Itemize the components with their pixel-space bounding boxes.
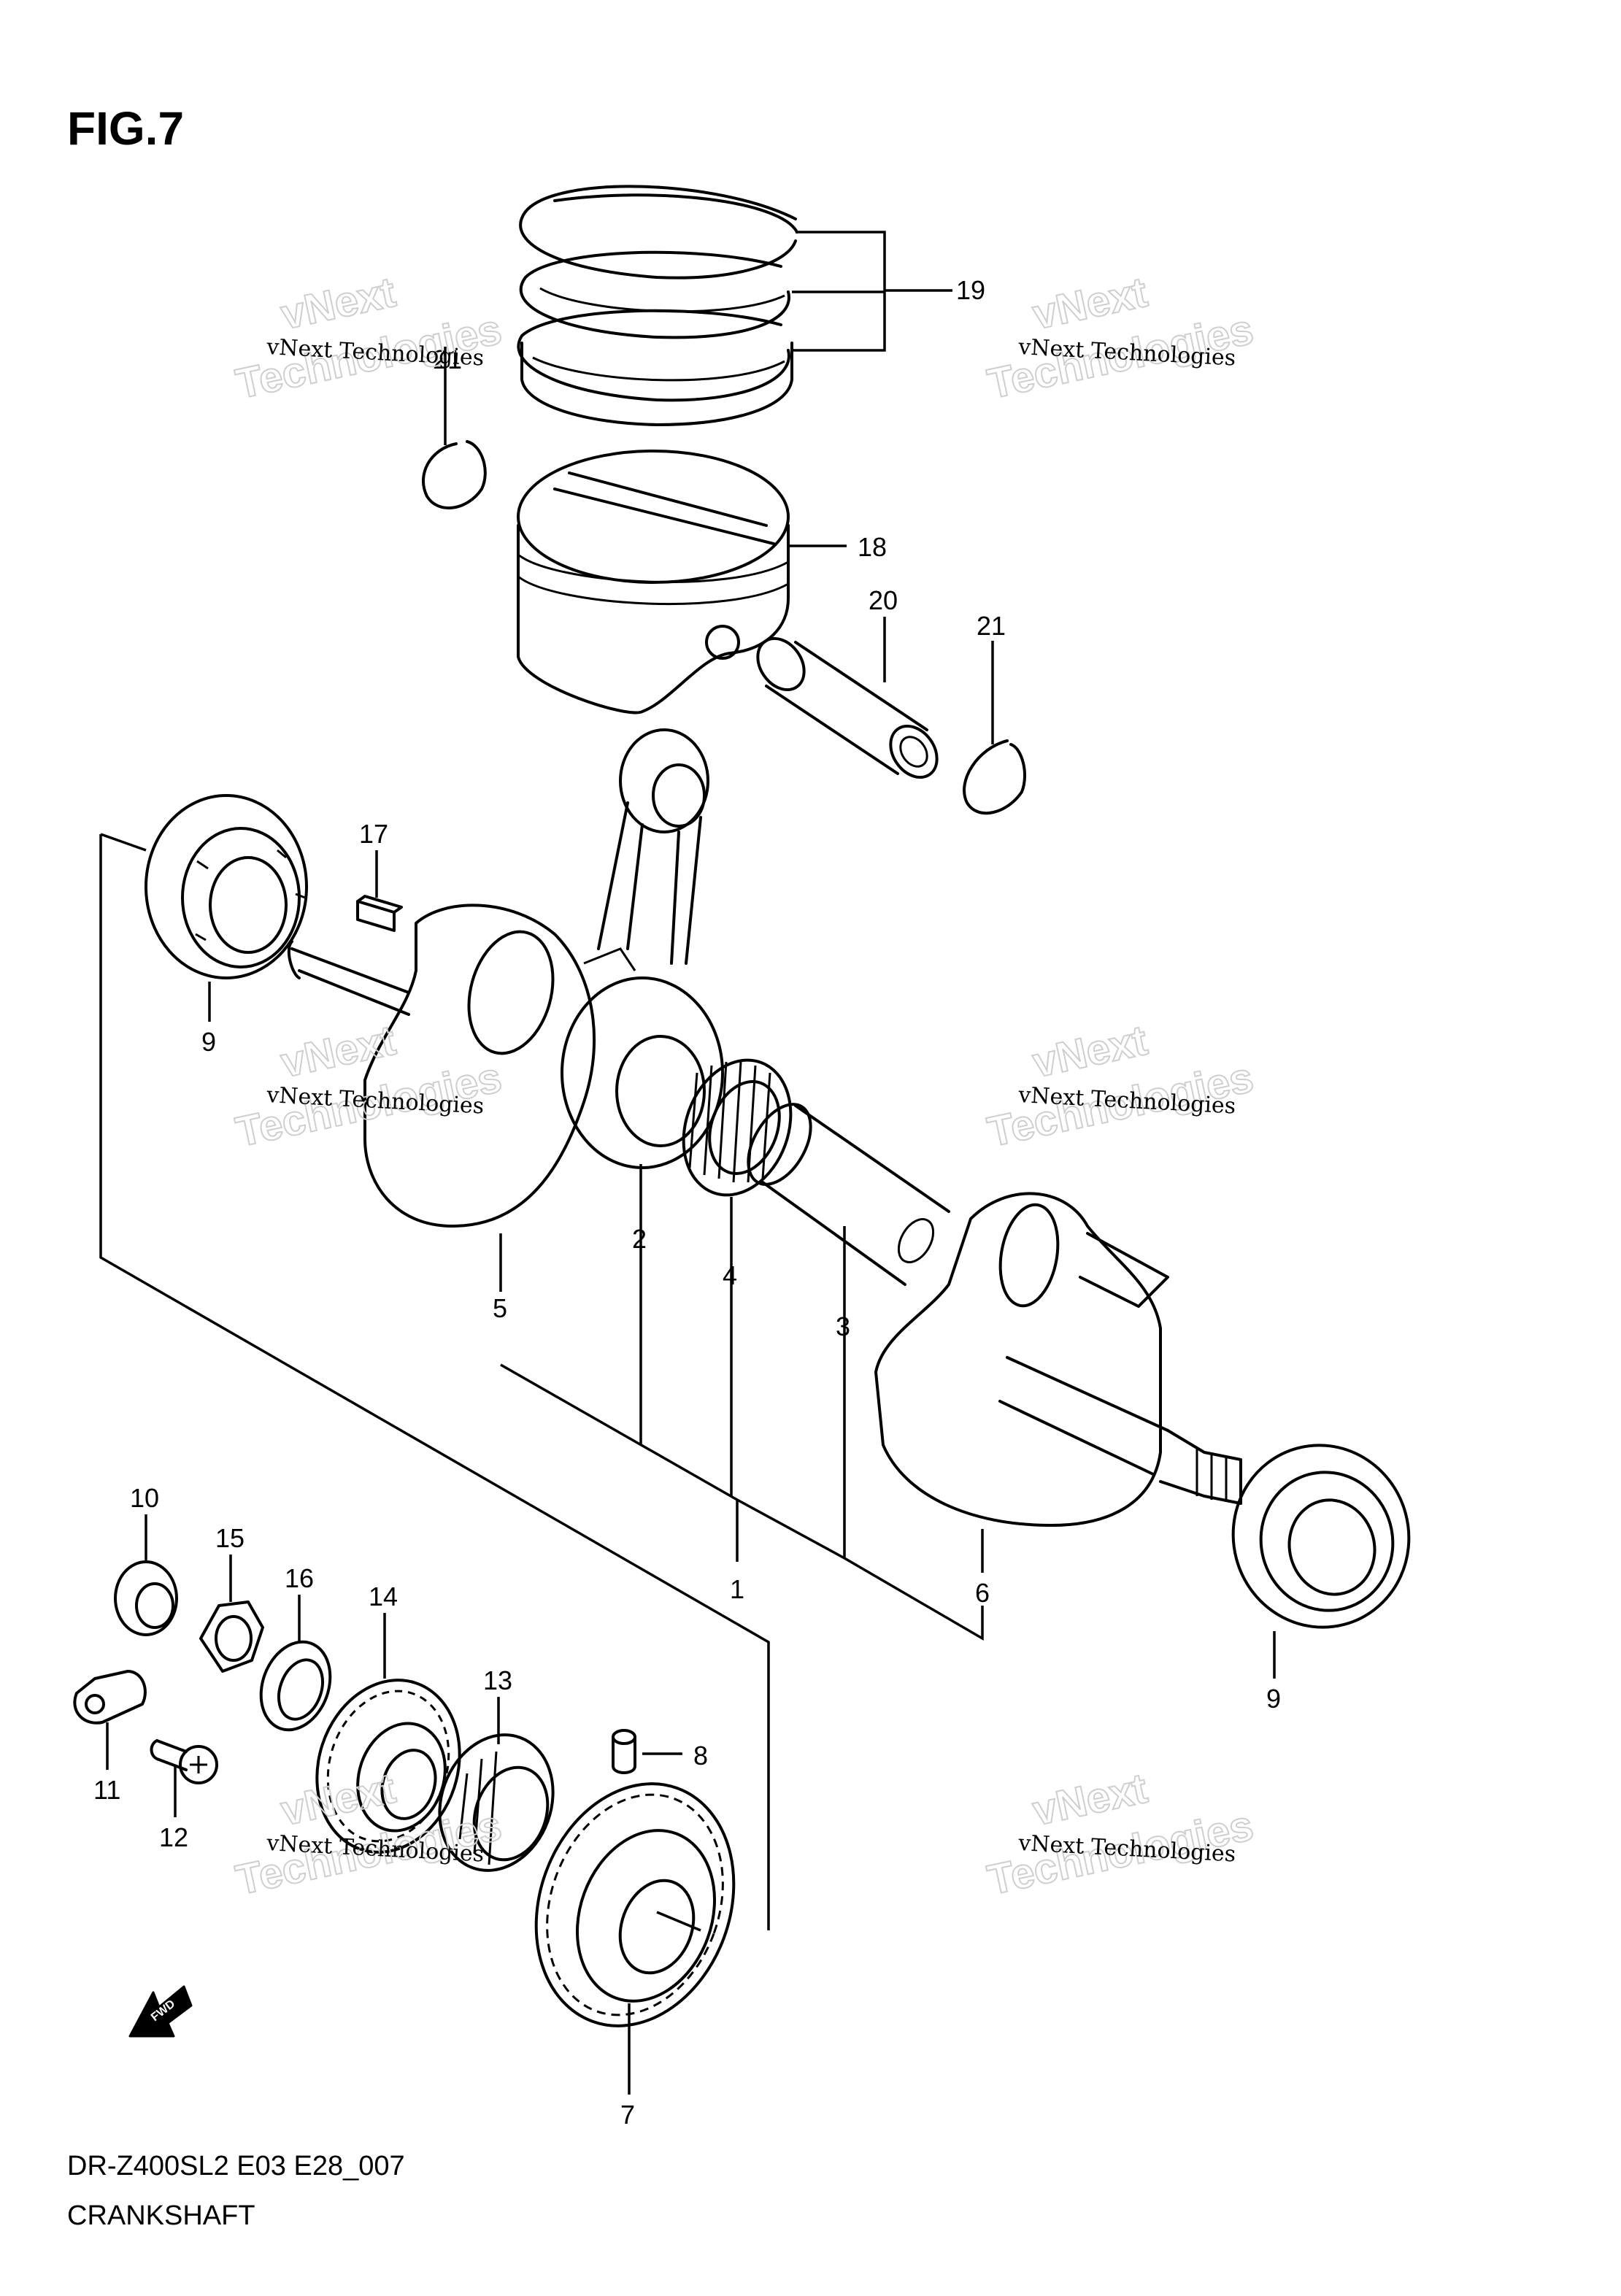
crank-web-left-part (287, 904, 636, 1228)
piston-rings-part (517, 185, 798, 426)
callout-17: 17 (359, 819, 388, 849)
spacer-10-part (114, 1560, 178, 1636)
ball-bearing-left-part (145, 794, 308, 979)
needle-bearing-part (682, 1058, 793, 1197)
callout-19-leader (792, 231, 952, 352)
circlip-right-part (963, 739, 1026, 815)
watermark-bottom-right: vNext Technologies (983, 1764, 1258, 1905)
callout-1: 1 (730, 1574, 744, 1604)
crank-web-right-part (874, 1192, 1242, 1527)
callout-7-leader (628, 1911, 701, 2095)
callout-7: 7 (620, 2100, 635, 2130)
callout-5: 5 (493, 1293, 507, 1323)
callout-18: 18 (858, 532, 887, 562)
piston-part (517, 450, 790, 714)
callout-12: 12 (159, 1822, 188, 1852)
callout-10: 10 (130, 1483, 159, 1513)
callout-3: 3 (836, 1311, 850, 1341)
callout-8: 8 (693, 1741, 708, 1771)
watermark-big-line: vNext (277, 1765, 399, 1835)
watermark-bottom-left: vNext Technologies (231, 1764, 507, 1905)
figure-title: FIG.7 (67, 102, 184, 155)
bearing-13-part (438, 1733, 555, 1872)
watermark-top-left: vNext Technologies (231, 268, 507, 409)
circlip-upper-part (422, 440, 487, 509)
watermark-big-line: vNext (277, 269, 399, 339)
crank-pin-part (747, 1103, 950, 1286)
callout-21a: 21 (433, 344, 462, 374)
callout-11: 11 (93, 1775, 120, 1805)
callout-6: 6 (975, 1578, 990, 1608)
nut-15-part (199, 1600, 264, 1673)
callout-21b: 21 (977, 611, 1006, 641)
woodruff-key-part (356, 895, 403, 932)
screw-12-part (150, 1739, 218, 1784)
callout-2: 2 (632, 1224, 647, 1254)
forward-arrow-icon: FWD (128, 1985, 193, 2038)
callout-9b: 9 (1266, 1684, 1281, 1714)
callout-16: 16 (285, 1563, 314, 1593)
ball-bearing-right-part (1231, 1444, 1411, 1629)
callout-20: 20 (869, 585, 898, 615)
callout-14: 14 (369, 1582, 398, 1611)
watermark-big-line: vNext (1028, 269, 1151, 339)
model-code: DR-Z400SL2 E03 E28_007 (67, 2151, 405, 2181)
assembly-bracket-lower (500, 1211, 984, 1641)
callout-9a: 9 (201, 1027, 216, 1057)
figure-name: CRANKSHAFT (67, 2200, 255, 2231)
primary-gear-7-part (534, 1782, 736, 2027)
connecting-rod-part (561, 728, 724, 1169)
callout-19: 19 (956, 275, 985, 305)
watermark-mid-left: vNext Technologies (231, 1016, 507, 1157)
callout-4: 4 (723, 1260, 737, 1290)
washer-16-part (259, 1640, 332, 1732)
callout-labels: 19 21 18 20 21 17 9 5 2 4 3 10 15 16 14 … (93, 275, 1281, 2130)
watermark-big-line: vNext (277, 1017, 399, 1087)
watermark-big-line: vNext (1028, 1765, 1151, 1835)
assembly-bracket-upper (99, 833, 770, 1930)
watermark-big-line: vNext (1028, 1017, 1151, 1087)
callout-13: 13 (483, 1665, 512, 1695)
piston-pin-part (756, 636, 939, 779)
lock-plate-11-part (73, 1670, 147, 1725)
dowel-pin-8-part (612, 1729, 636, 1774)
watermark-mid-right: vNext Technologies (983, 1016, 1258, 1157)
callout-15: 15 (215, 1523, 245, 1553)
watermark-top-right: vNext Technologies (983, 268, 1258, 409)
